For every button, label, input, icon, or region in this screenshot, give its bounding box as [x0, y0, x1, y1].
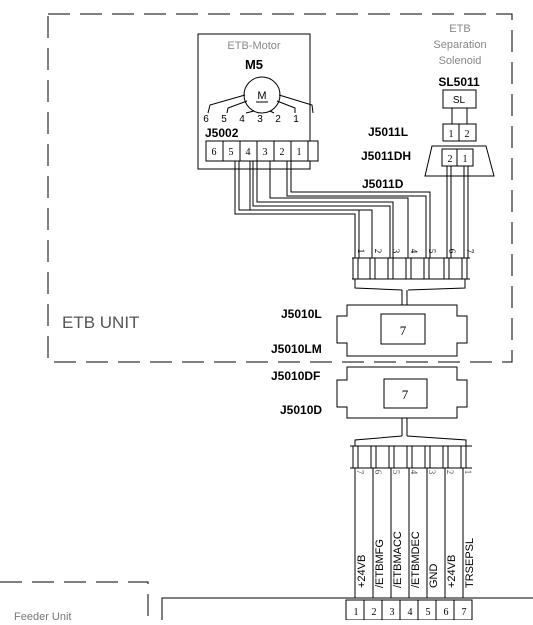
- lower-trunk: [354, 418, 467, 446]
- j5011dh-pin: 1: [463, 154, 468, 165]
- signal-labels: +24VB /ETBMFG /ETBMACC /ETBMDEC GND +24V…: [356, 531, 476, 588]
- upper-harness-pin: 4: [409, 249, 419, 254]
- j5002-pin: 6: [212, 147, 217, 158]
- j5010l-pin-count: 7: [400, 323, 407, 338]
- upper-wires: [234, 161, 469, 258]
- j5011l-pin: 2: [465, 129, 470, 140]
- solenoid-symbol: SL: [453, 95, 466, 106]
- j5010d-pin-block: [383, 378, 428, 409]
- j5011dh-label: J5011DH: [361, 149, 411, 163]
- j5010df-label: J5010DF: [271, 369, 320, 383]
- solenoid-designator: SL5011: [438, 75, 480, 89]
- board-connector-dividers: [363, 600, 455, 620]
- signal-label: /ETBMFG: [374, 539, 386, 588]
- etb-motor-title: ETB-Motor: [227, 40, 281, 52]
- motor-pin-label: 2: [275, 114, 281, 125]
- j5011dh-housing: [424, 145, 495, 177]
- j5010lm-label: J5010LM: [271, 342, 322, 356]
- j5002-connector: [205, 140, 319, 162]
- motor-pin-labels: 6 5 4 3 2 1: [203, 114, 299, 125]
- solenoid-box: [442, 89, 477, 109]
- lower-harness: 7 6 5 4 3 2 1: [350, 445, 473, 475]
- motor-pin-label: 1: [293, 114, 299, 125]
- signal-label: /ETBMDEC: [410, 531, 422, 588]
- motor-pin-label: 5: [221, 114, 227, 125]
- motor-pin-label: 4: [239, 114, 245, 125]
- board-pin: 3: [390, 607, 395, 618]
- j5011l-label: J5011L: [368, 125, 408, 139]
- upper-harness-pin: 2: [373, 249, 383, 254]
- board-pin: 4: [408, 607, 413, 618]
- j5002-pin: 5: [229, 147, 234, 158]
- signal-label: TRSEPSL: [464, 538, 476, 588]
- motor-pin-label: 6: [203, 114, 209, 125]
- j5010l-pin-block: [380, 313, 426, 345]
- lower-harness-pin: 3: [427, 470, 437, 475]
- upper-harness: 1 2 3 4 5 6 7: [352, 249, 475, 305]
- lower-harness-pin: 5: [391, 470, 401, 475]
- upper-harness-pin: 6: [447, 249, 457, 254]
- motor-designator: M5: [245, 57, 263, 72]
- upper-harness-pin: 5: [427, 249, 437, 254]
- j5011dh-pin: 2: [448, 154, 453, 165]
- etb-unit-label: ETB UNIT: [62, 313, 139, 332]
- solenoid-title-line: ETB: [449, 23, 470, 35]
- lower-harness-pin: 2: [445, 470, 455, 475]
- board-connector-pins: 1 2 3 4 5 6 7: [354, 607, 467, 618]
- j5011d-label: J5011D: [362, 177, 404, 191]
- board-pin: 6: [444, 607, 449, 618]
- solenoid-title-line: Solenoid: [439, 55, 482, 67]
- j5002-pin: 2: [280, 147, 285, 158]
- upper-harness-pin: 1: [356, 249, 366, 254]
- j5011l-pin: 1: [449, 129, 454, 140]
- signal-label: GND: [428, 564, 440, 589]
- feeder-unit-boundary: [0, 581, 149, 620]
- board-pin: 7: [462, 607, 467, 618]
- lower-harness-pin: 1: [463, 470, 473, 475]
- j5002-pin: 3: [263, 147, 268, 158]
- motor-leads: [207, 94, 314, 114]
- lower-harness-pin: 4: [409, 470, 419, 475]
- signal-label: /ETBMACC: [392, 531, 404, 588]
- lower-harness-pin: 6: [373, 470, 383, 475]
- j5002-pin: 1: [297, 147, 302, 158]
- j5010d-label: J5010D: [280, 403, 322, 417]
- j5002-pin: 4: [246, 147, 251, 158]
- upper-harness-pin: 7: [465, 249, 475, 254]
- signal-label: +24VB: [446, 555, 458, 588]
- j5002-pin-dividers: [222, 141, 309, 161]
- motor-pin-label: 3: [257, 114, 263, 125]
- etb-unit-boundary: [47, 13, 513, 363]
- controller-board-outline: [161, 597, 533, 620]
- j5002-label: J5002: [205, 126, 239, 140]
- signal-label: +24VB: [356, 555, 368, 588]
- board-pin: 5: [426, 607, 431, 618]
- motor-symbol-label: M: [257, 90, 266, 102]
- j5002-pin-numbers: 6 5 4 3 2 1: [212, 147, 302, 158]
- board-pin: 2: [372, 607, 377, 618]
- solenoid-title-line: Separation: [433, 39, 486, 51]
- upper-harness-pin: 3: [391, 249, 401, 254]
- j5010d-pin-count: 7: [402, 387, 409, 402]
- board-pin: 1: [354, 607, 359, 618]
- feeder-unit-label: Feeder Unit: [14, 611, 71, 620]
- lower-harness-pin: 7: [355, 470, 365, 475]
- signal-wires: [354, 468, 464, 598]
- j5010l-label: J5010L: [281, 307, 322, 321]
